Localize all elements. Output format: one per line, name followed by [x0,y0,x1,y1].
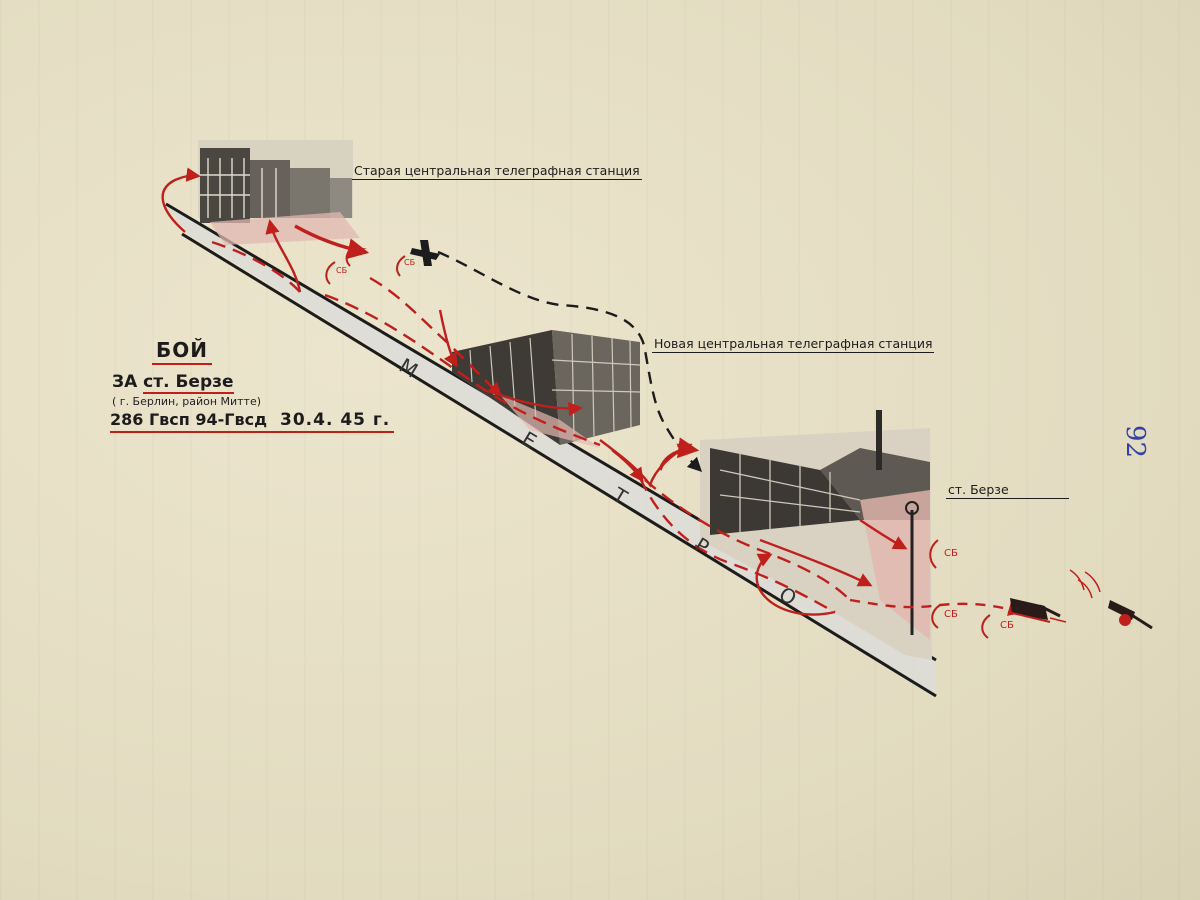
sb-mark-4: СБ [944,548,958,559]
metro-line-lower [181,232,937,698]
title-units: 286 Гвсп 94-Гвсд [110,410,268,429]
assault-routes [161,167,1023,616]
title-prefix: ЗА [112,372,144,392]
sb-mark-3: СБ [404,258,416,267]
label-old-telegraph-station: Старая центральная телеграфная станция [352,163,642,180]
label-berze-station: ст. Берзе [946,482,1069,499]
berze-station-sketch [700,410,932,660]
sb-mark-2: СБ [336,266,348,275]
title-main: БОЙ [152,338,212,365]
title-underline [110,431,394,433]
page-number: 92 [1120,425,1150,459]
fire-bursts [1049,569,1085,623]
label-new-telegraph-station: Новая центральная телеграфная станция [652,336,935,353]
enemy-plane-icon [410,240,440,266]
tank-icon [1007,598,1061,623]
sb-mark-5: СБ [944,609,958,620]
sb-brackets [325,244,991,639]
artillery-gun-icon [1077,571,1153,630]
enemy-route-dashed [437,250,703,473]
new-telegraph-station-sketch [452,330,641,448]
title-date: 30.4. 45 г. [280,410,391,430]
old-telegraph-station-sketch [198,140,360,245]
title-station: ст. Берзе [143,372,234,394]
title-line2: ЗА ст. Берзе [112,372,234,394]
sb-mark-1: СБ [356,247,368,256]
metro-band [168,205,935,695]
sb-mark-6: СБ [1000,620,1014,631]
title-location: ( г. Берлин, район Митте) [112,395,262,408]
